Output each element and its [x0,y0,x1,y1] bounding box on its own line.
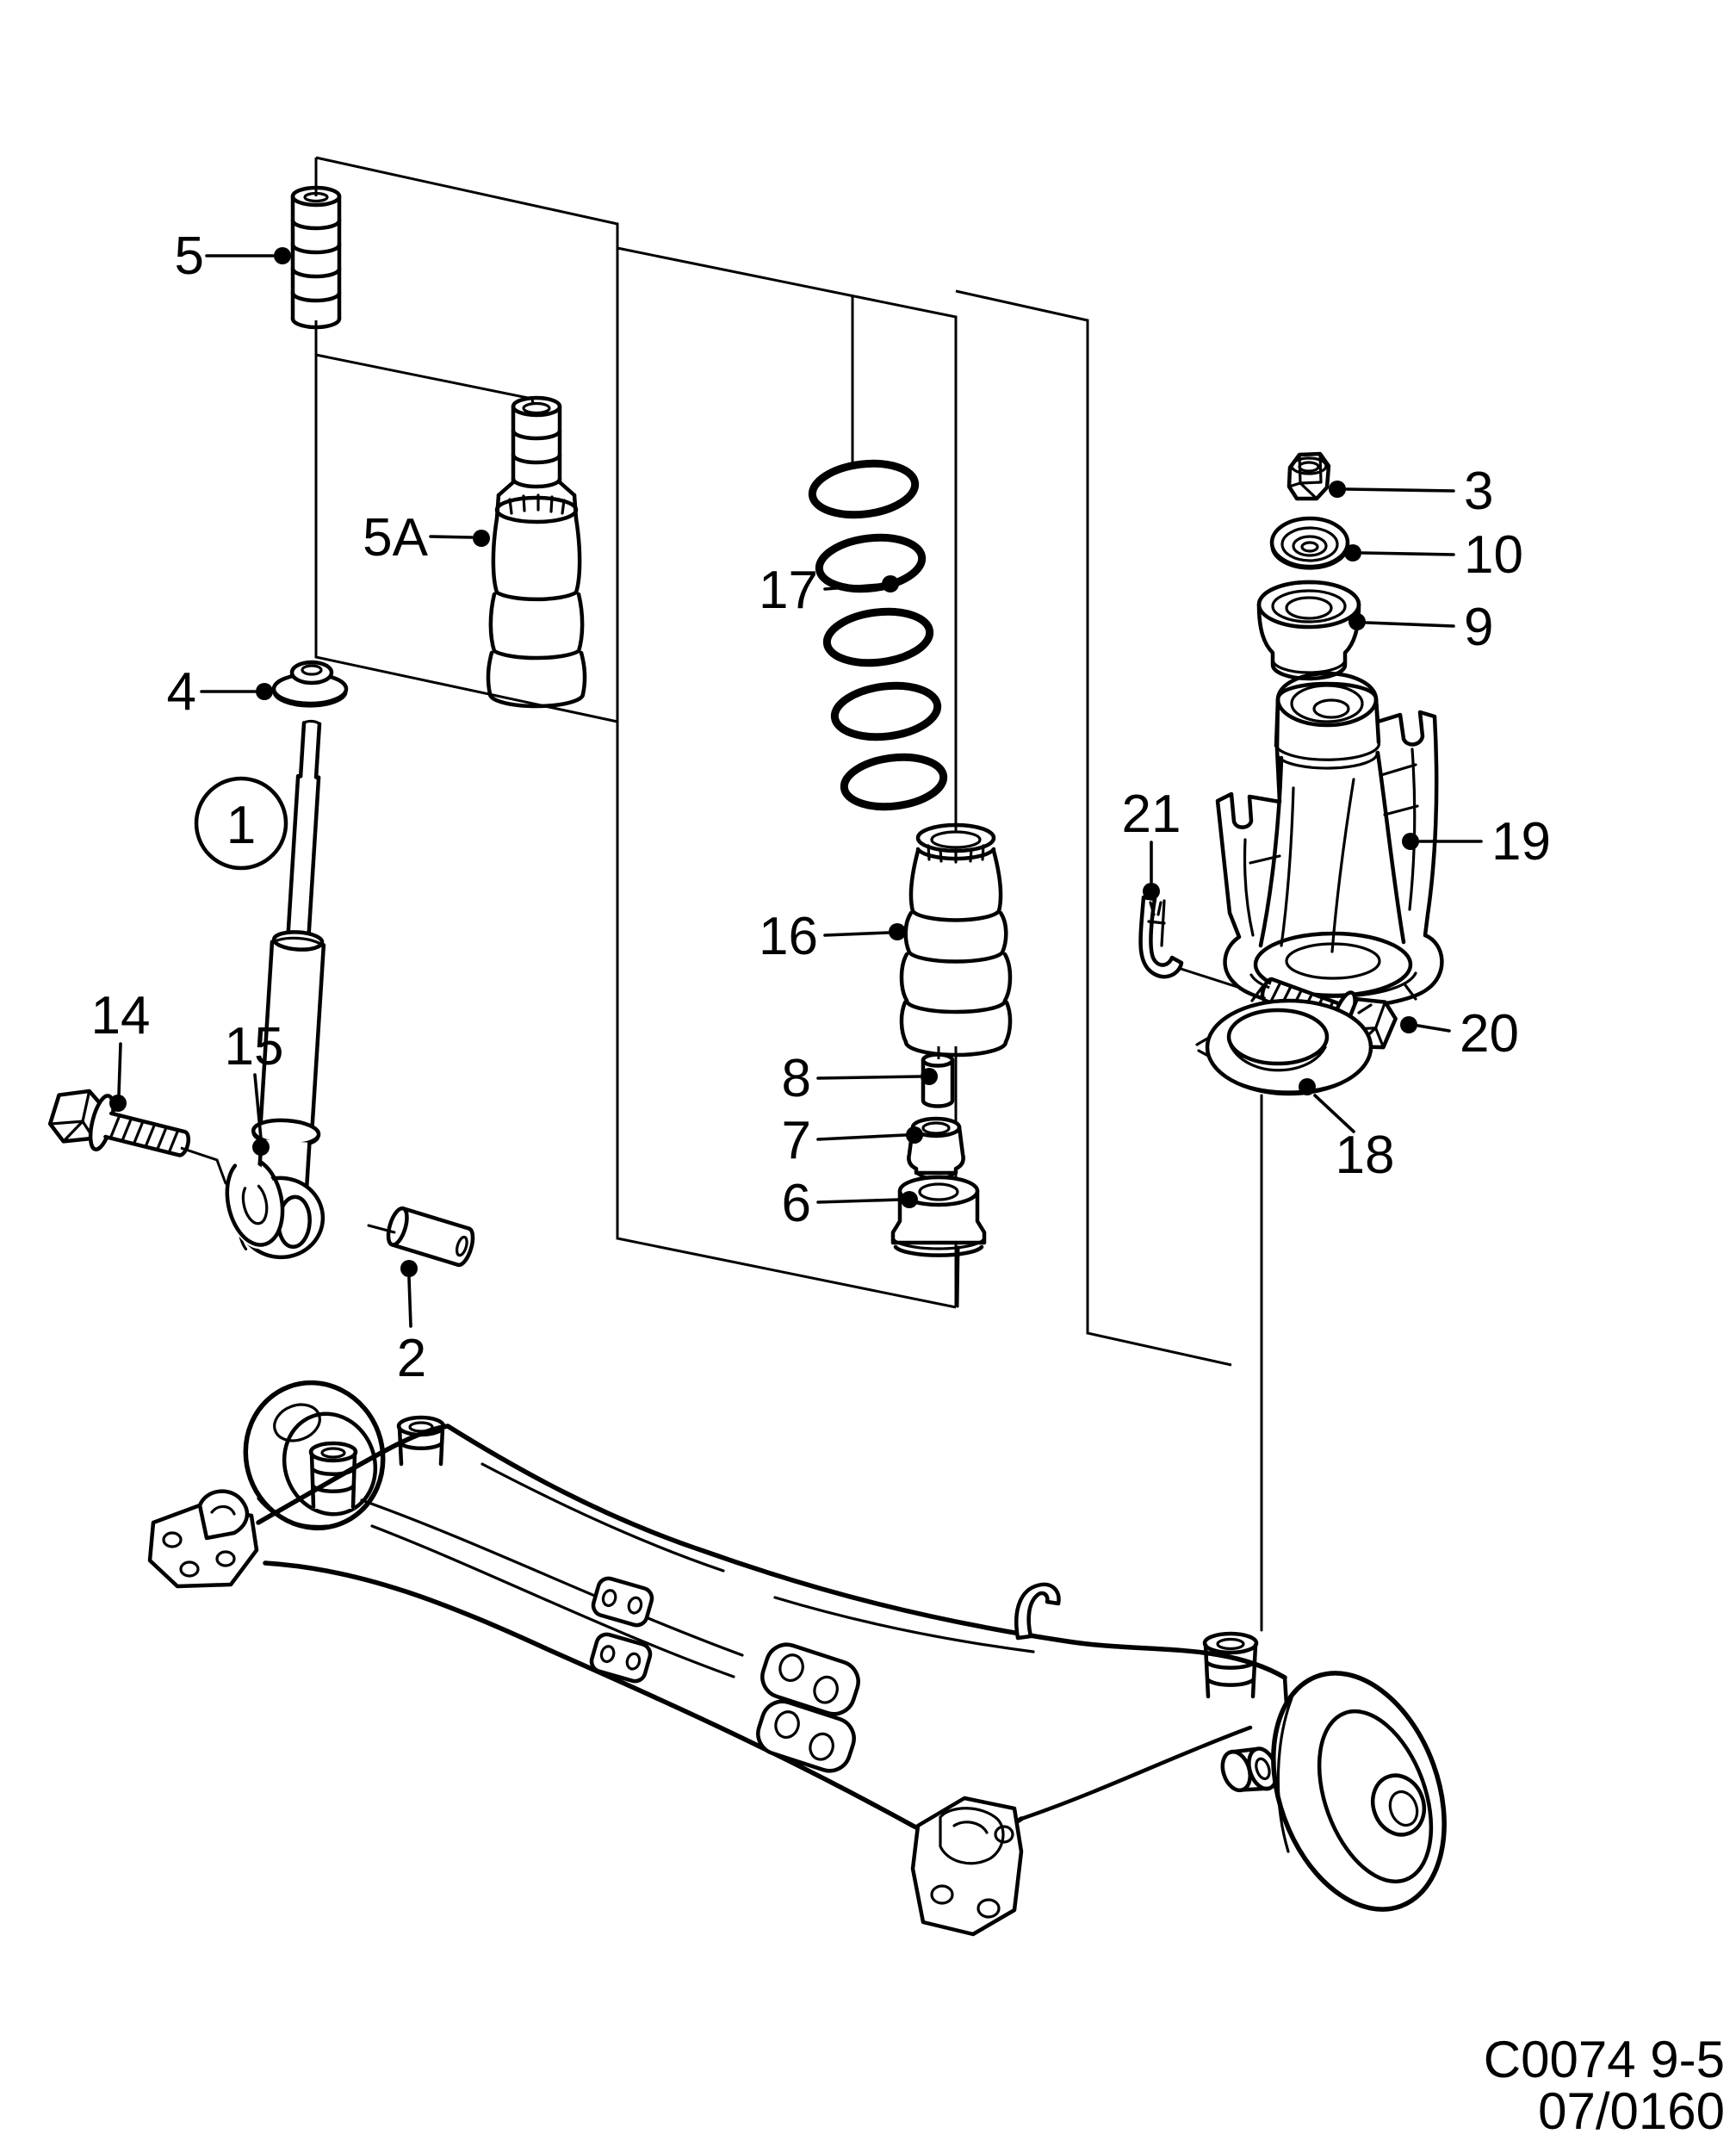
hook-bracket [1014,1582,1061,1641]
part-5A-buffer [486,395,587,709]
callout-19-label: 19 [1491,812,1551,872]
callout-6: 6 [782,1174,918,1233]
callout-2: 2 [397,1260,426,1388]
callout-16: 16 [759,907,906,966]
callout-7-label: 7 [782,1111,811,1170]
part-14-bolt [47,1089,191,1157]
part-7-bushing [907,1116,965,1180]
callout-5-label: 5 [175,226,204,286]
left-trailing-arm-bracket [147,1489,259,1589]
axle-cross-beam [256,1424,1291,1842]
callout-1: 1 [194,776,288,871]
callout-17: 17 [759,561,899,620]
part-15-washer [225,1160,285,1250]
part-2-spacer-sleeve [386,1206,475,1268]
callout-16-label: 16 [759,907,818,966]
figure-code-number: C0074 9-5 [1484,2031,1725,2088]
callout-20: 20 [1400,1004,1519,1064]
callout-5A: 5A [363,508,490,568]
beam-mount-plates [589,1576,860,1773]
callout-6-label: 6 [782,1174,811,1233]
callout-1-label: 1 [226,796,256,855]
stub-bushings [1219,1740,1279,1802]
callout-10-label: 10 [1464,525,1523,585]
callout-4-label: 4 [167,662,196,722]
callout-4: 4 [167,662,273,722]
callout-14-label: 14 [91,986,151,1045]
callout-9: 9 [1348,598,1493,657]
callout-15-label: 15 [225,1017,284,1076]
callout-3: 3 [1329,462,1493,521]
callout-10: 10 [1344,525,1523,585]
part-16-bellows [899,822,1013,1058]
projection-card-right [955,289,1232,1367]
part-9-bearing [1256,580,1361,681]
callout-18-label: 18 [1336,1126,1395,1185]
figure-code: C0074 9-5 07/0160 [1484,2031,1725,2134]
callouts: 5 5A 4 14 15 2 17 16 [91,226,1551,1388]
callout-14: 14 [91,986,151,1112]
right-trailing-arm-bracket [910,1796,1024,1937]
part-6-bushing [890,1175,987,1257]
part-19-strut-housing [1215,671,1444,1011]
callout-8: 8 [782,1049,938,1108]
part-5-buffer [290,185,342,330]
callout-20-label: 20 [1460,1004,1519,1064]
callout-17-label: 17 [759,561,818,620]
part-10-washer [1269,516,1350,570]
callout-2-label: 2 [397,1329,426,1388]
part-4-washer [271,660,349,708]
callout-15: 15 [225,1017,284,1156]
callout-5A-label: 5A [363,508,428,568]
callout-19: 19 [1402,812,1551,872]
callout-9-label: 9 [1464,598,1493,657]
callout-21: 21 [1122,785,1181,900]
callout-21-label: 21 [1122,785,1181,844]
callout-5: 5 [175,226,291,286]
figure-revision: 07/0160 [1538,2082,1725,2134]
part-3-nut [1286,451,1331,501]
rear-axle-assembly [147,1380,1447,1937]
part-18-spring-seat [1195,998,1373,1096]
part-21-clip [1138,895,1184,979]
callout-8-label: 8 [782,1049,811,1108]
part-17-coil-spring [808,459,948,811]
callout-7: 7 [782,1111,923,1170]
right-brake-drum [1271,1671,1447,1912]
callout-3-label: 3 [1464,462,1493,521]
callout-18: 18 [1299,1078,1394,1185]
